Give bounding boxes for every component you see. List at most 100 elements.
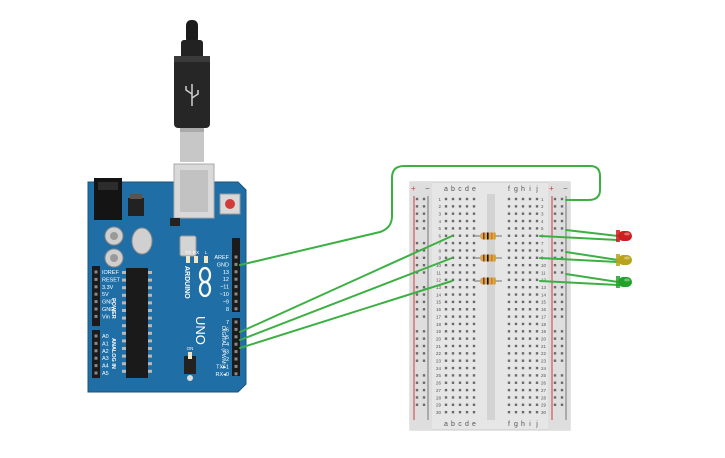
- breadboard-hole[interactable]: [465, 388, 469, 392]
- breadboard-hole[interactable]: [514, 256, 518, 259]
- rail-hole[interactable]: [560, 286, 564, 289]
- breadboard-hole[interactable]: [528, 410, 532, 414]
- breadboard-hole[interactable]: [472, 344, 476, 348]
- breadboard-hole[interactable]: [451, 241, 455, 245]
- breadboard-hole[interactable]: [444, 352, 448, 355]
- breadboard-hole[interactable]: [444, 227, 448, 230]
- led-red[interactable]: [616, 230, 632, 242]
- breadboard-hole[interactable]: [451, 271, 455, 274]
- breadboard-hole[interactable]: [472, 219, 476, 223]
- breadboard-hole[interactable]: [507, 403, 511, 406]
- breadboard-hole[interactable]: [514, 249, 518, 252]
- rail-hole[interactable]: [553, 197, 557, 201]
- breadboard-hole[interactable]: [514, 212, 518, 215]
- breadboard-hole[interactable]: [535, 234, 539, 237]
- breadboard-hole[interactable]: [535, 315, 539, 318]
- header-pin[interactable]: [94, 292, 98, 296]
- breadboard-hole[interactable]: [472, 359, 476, 362]
- wire-row-red-led[interactable]: [539, 235, 619, 241]
- header-pin[interactable]: [234, 299, 238, 303]
- breadboard-hole[interactable]: [507, 227, 511, 230]
- breadboard-hole[interactable]: [458, 293, 462, 296]
- breadboard-hole[interactable]: [535, 212, 539, 215]
- breadboard-hole[interactable]: [507, 249, 511, 252]
- breadboard-hole[interactable]: [472, 374, 476, 377]
- breadboard-hole[interactable]: [458, 410, 462, 414]
- breadboard-hole[interactable]: [444, 197, 448, 201]
- rail-hole[interactable]: [415, 330, 419, 333]
- breadboard-hole[interactable]: [472, 410, 476, 414]
- rail-hole[interactable]: [560, 388, 564, 392]
- rail-hole[interactable]: [560, 219, 564, 223]
- breadboard-hole[interactable]: [465, 352, 469, 355]
- breadboard-hole[interactable]: [535, 381, 539, 384]
- breadboard-hole[interactable]: [451, 300, 455, 304]
- header-pin[interactable]: [94, 341, 98, 345]
- rail-hole[interactable]: [415, 374, 419, 377]
- breadboard-hole[interactable]: [465, 396, 469, 399]
- breadboard-hole[interactable]: [521, 249, 525, 252]
- breadboard-hole[interactable]: [521, 308, 525, 311]
- header-pin[interactable]: [94, 277, 98, 281]
- breadboard-hole[interactable]: [465, 330, 469, 333]
- breadboard-hole[interactable]: [521, 388, 525, 392]
- breadboard-hole[interactable]: [507, 410, 511, 414]
- breadboard-hole[interactable]: [444, 322, 448, 326]
- breadboard-hole[interactable]: [514, 308, 518, 311]
- rail-hole[interactable]: [560, 249, 564, 252]
- rail-hole[interactable]: [560, 263, 564, 267]
- breadboard-hole[interactable]: [458, 212, 462, 215]
- rail-hole[interactable]: [415, 337, 419, 340]
- breadboard-hole[interactable]: [472, 263, 476, 267]
- resistor[interactable]: [474, 232, 502, 240]
- breadboard-hole[interactable]: [507, 241, 511, 245]
- breadboard-hole[interactable]: [451, 197, 455, 201]
- breadboard-hole[interactable]: [507, 381, 511, 384]
- breadboard-hole[interactable]: [465, 315, 469, 318]
- rail-hole[interactable]: [415, 315, 419, 318]
- breadboard-hole[interactable]: [528, 212, 532, 215]
- breadboard-hole[interactable]: [472, 227, 476, 230]
- breadboard-hole[interactable]: [507, 374, 511, 377]
- breadboard-hole[interactable]: [514, 278, 518, 282]
- breadboard-hole[interactable]: [451, 308, 455, 311]
- breadboard-hole[interactable]: [458, 271, 462, 274]
- breadboard-hole[interactable]: [444, 271, 448, 274]
- rail-hole[interactable]: [422, 197, 426, 201]
- breadboard-hole[interactable]: [521, 403, 525, 406]
- breadboard-hole[interactable]: [507, 278, 511, 282]
- breadboard-hole[interactable]: [465, 256, 469, 259]
- rail-hole[interactable]: [553, 381, 557, 384]
- header-pin[interactable]: [234, 320, 238, 324]
- header-pin[interactable]: [234, 262, 238, 266]
- breadboard-hole[interactable]: [535, 330, 539, 333]
- breadboard-hole[interactable]: [465, 366, 469, 370]
- rail-hole[interactable]: [422, 396, 426, 399]
- breadboard-hole[interactable]: [451, 278, 455, 282]
- breadboard-hole[interactable]: [528, 366, 532, 370]
- rail-hole[interactable]: [422, 381, 426, 384]
- breadboard-hole[interactable]: [444, 286, 448, 289]
- breadboard-hole[interactable]: [528, 396, 532, 399]
- rail-hole[interactable]: [422, 249, 426, 252]
- breadboard-hole[interactable]: [451, 315, 455, 318]
- breadboard-hole[interactable]: [465, 241, 469, 245]
- breadboard-hole[interactable]: [472, 249, 476, 252]
- rail-hole[interactable]: [422, 315, 426, 318]
- header-pin[interactable]: [234, 277, 238, 281]
- rail-hole[interactable]: [560, 241, 564, 245]
- rail-hole[interactable]: [553, 212, 557, 215]
- breadboard-hole[interactable]: [535, 219, 539, 223]
- breadboard-hole[interactable]: [507, 396, 511, 399]
- breadboard-hole[interactable]: [507, 286, 511, 289]
- breadboard-hole[interactable]: [535, 286, 539, 289]
- breadboard-hole[interactable]: [521, 374, 525, 377]
- breadboard-hole[interactable]: [472, 293, 476, 296]
- breadboard-hole[interactable]: [514, 219, 518, 223]
- header-pin[interactable]: [234, 255, 238, 259]
- breadboard-hole[interactable]: [444, 396, 448, 399]
- breadboard-hole[interactable]: [472, 205, 476, 208]
- rail-hole[interactable]: [415, 286, 419, 289]
- breadboard-hole[interactable]: [514, 381, 518, 384]
- breadboard-hole[interactable]: [528, 337, 532, 340]
